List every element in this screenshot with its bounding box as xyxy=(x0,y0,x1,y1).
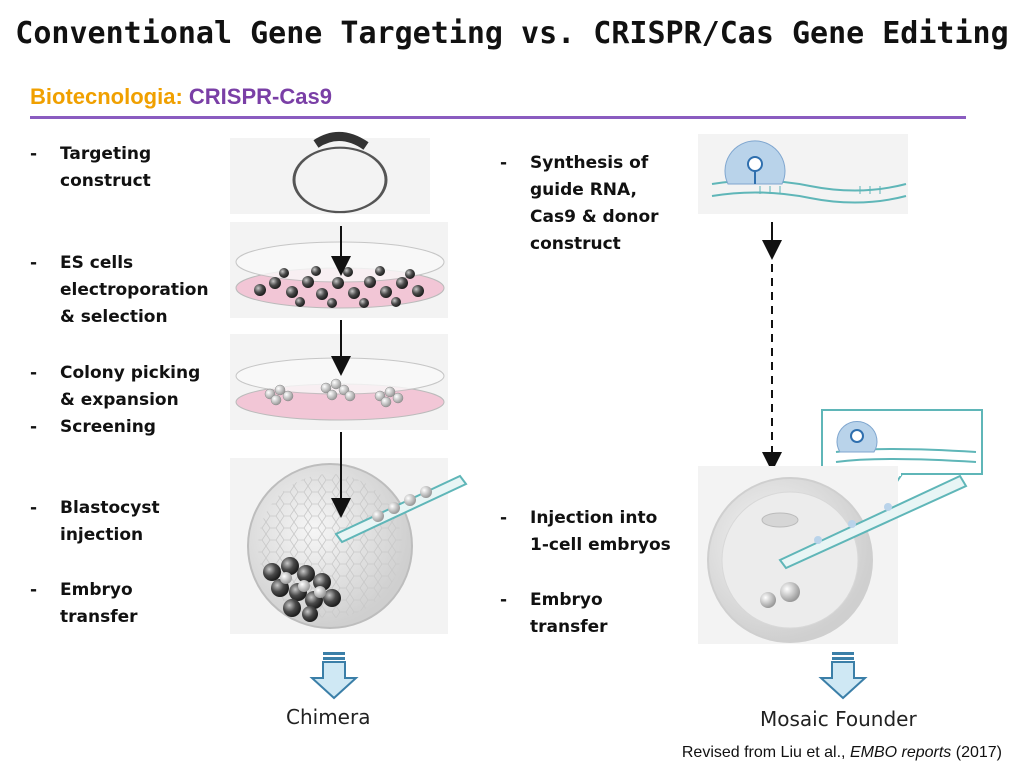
blastocyst-icon xyxy=(230,458,468,634)
credit-prefix: Revised from Liu et al., xyxy=(681,744,846,761)
petri-dish-colonies-icon xyxy=(230,334,448,430)
slide-title: Conventional Gene Targeting vs. CRISPR/C… xyxy=(15,16,1009,51)
left-step-es-cells: - ES cells electroporation & selection xyxy=(30,253,209,327)
outcome-mosaic-founder: Mosaic Founder xyxy=(760,707,917,731)
injection-inset-icon xyxy=(821,409,983,494)
one-cell-embryo-icon xyxy=(698,466,968,644)
title-rule xyxy=(30,116,966,119)
left-step-screening: - Screening xyxy=(30,417,156,437)
outcome-chimera: Chimera xyxy=(286,705,371,729)
petri-dish-electroporation-icon xyxy=(230,222,448,318)
source-credit: Revised from Liu et al., EMBO reports (2… xyxy=(682,744,1002,762)
subtitle: Biotecnologia: CRISPR-Cas9 xyxy=(30,84,332,110)
left-step-blastocyst: - Blastocyst injection xyxy=(30,498,160,545)
left-step-embryo-transfer: - Embryo transfer xyxy=(30,580,138,627)
subtitle-main: CRISPR-Cas9 xyxy=(188,84,332,109)
guide-rna-dna-icon xyxy=(698,134,908,214)
mosaic-outcome-arrow-icon xyxy=(818,652,868,700)
left-step-colony: - Colony picking & expansion xyxy=(30,363,201,410)
right-step-injection: - Injection into 1-cell embryos xyxy=(500,508,671,555)
subtitle-prefix: Biotecnologia: xyxy=(30,84,183,109)
left-step-targeting: - Targeting construct xyxy=(30,144,152,191)
plasmid-icon xyxy=(230,132,430,214)
right-step-synthesis: - Synthesis of guide RNA, Cas9 & donor c… xyxy=(500,153,659,254)
credit-journal: EMBO reports xyxy=(849,744,952,761)
right-step-embryo-transfer: - Embryo transfer xyxy=(500,590,608,637)
credit-year: (2017) xyxy=(955,744,1002,761)
chimera-outcome-arrow-icon xyxy=(309,652,359,700)
